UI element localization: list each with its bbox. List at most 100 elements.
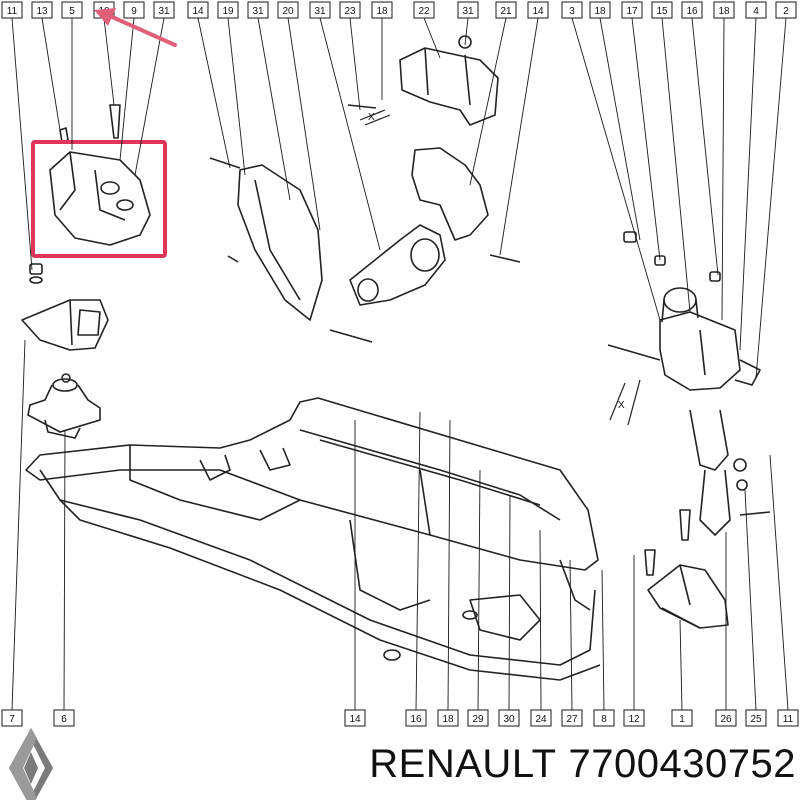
callout-number-bottom-4: 18 <box>442 714 454 725</box>
svg-text:X: X <box>618 400 625 411</box>
callout-number-top-8: 31 <box>252 6 264 17</box>
callout-box-top-20 <box>651 1 673 19</box>
left-lower-mount-bracket <box>21 299 109 351</box>
callout-number-bottom-0: 7 <box>9 714 15 725</box>
dimension-x-upper: X <box>359 109 391 126</box>
callout-leader-top-10 <box>319 17 381 251</box>
callout-number-top-20: 15 <box>656 6 668 17</box>
callout-leader-top-15 <box>469 17 507 186</box>
callout-number-top-10: 31 <box>314 6 326 17</box>
callout-box-bottom-1 <box>53 709 75 727</box>
callout-box-bottom-5 <box>467 709 489 727</box>
callout-leader-top-23 <box>739 17 757 351</box>
callout-leader-top-0 <box>11 17 33 271</box>
callout-number-bottom-11: 1 <box>679 714 685 725</box>
callout-box-top-9 <box>277 1 299 19</box>
callout-box-top-18 <box>589 1 611 19</box>
callout-box-bottom-4 <box>437 709 459 727</box>
callout-number-top-15: 21 <box>500 6 512 17</box>
callout-box-top-14 <box>457 1 479 19</box>
callout-box-top-15 <box>495 1 517 19</box>
callout-box-bottom-11 <box>671 709 693 727</box>
callout-box-bottom-7 <box>530 709 552 727</box>
callout-leader-top-8 <box>257 17 291 201</box>
callout-number-top-12: 18 <box>376 6 388 17</box>
callout-box-top-11 <box>339 1 361 19</box>
callout-box-top-17 <box>561 1 583 19</box>
callout-box-top-1 <box>31 1 53 19</box>
callout-box-bottom-10 <box>623 709 645 727</box>
callout-box-bottom-2 <box>344 709 366 727</box>
callout-box-bottom-3 <box>405 709 427 727</box>
callout-leader-top-1 <box>41 17 61 131</box>
callout-number-top-2: 5 <box>69 6 75 17</box>
callout-leader-bottom-14 <box>769 454 789 711</box>
callout-box-bottom-13 <box>745 709 767 727</box>
callout-box-bottom-9 <box>593 709 615 727</box>
callout-box-top-13 <box>413 1 435 19</box>
callout-leader-top-24 <box>755 17 787 379</box>
callout-number-top-24: 2 <box>783 6 789 17</box>
callout-number-top-1: 13 <box>36 6 48 17</box>
callout-leader-bottom-7 <box>539 529 542 711</box>
callout-box-bottom-0 <box>1 709 23 727</box>
callout-number-bottom-9: 8 <box>601 714 607 725</box>
callout-leader-bottom-5 <box>477 469 481 711</box>
callout-leader-top-20 <box>661 17 691 313</box>
callout-leader-top-21 <box>691 17 719 276</box>
callout-number-top-16: 14 <box>532 6 544 17</box>
lower-mount <box>644 509 729 629</box>
callout-leader-top-11 <box>349 17 361 111</box>
callout-number-top-5: 31 <box>158 6 170 17</box>
brand-caption: RENAULT 7700430752 <box>338 738 796 790</box>
callout-box-top-12 <box>371 1 393 19</box>
callout-number-bottom-2: 14 <box>349 714 361 725</box>
center-torque-rod <box>209 157 446 343</box>
callout-number-top-9: 20 <box>282 6 294 17</box>
callout-box-top-6 <box>187 1 209 19</box>
callout-leader-top-4 <box>119 17 135 161</box>
callout-box-top-0 <box>1 1 23 19</box>
callout-number-top-23: 4 <box>753 6 759 17</box>
callout-box-bottom-6 <box>498 709 520 727</box>
callout-box-top-16 <box>527 1 549 19</box>
callout-leader-bottom-4 <box>447 419 451 711</box>
right-engine-mount <box>607 231 761 391</box>
highlight-frame <box>31 140 167 258</box>
svg-text:X: X <box>368 112 375 123</box>
callout-leader-top-6 <box>197 17 231 169</box>
callout-box-top-2 <box>61 1 83 19</box>
callout-leader-top-9 <box>287 17 321 231</box>
callout-number-bottom-12: 26 <box>720 714 732 725</box>
callout-number-top-18: 18 <box>594 6 606 17</box>
callout-leader-bottom-8 <box>569 559 573 711</box>
callout-number-top-6: 14 <box>192 6 204 17</box>
left-rubber-mount <box>27 373 101 439</box>
callout-box-bottom-8 <box>561 709 583 727</box>
callout-number-top-14: 31 <box>462 6 474 17</box>
callout-leader-top-16 <box>499 17 539 256</box>
callout-leader-top-5 <box>134 17 165 176</box>
callout-leader-top-14 <box>464 17 469 46</box>
callout-number-top-21: 16 <box>686 6 698 17</box>
brand-name: RENAULT <box>369 741 557 786</box>
callout-number-bottom-10: 12 <box>628 714 640 725</box>
callout-leader-top-17 <box>571 17 661 321</box>
callout-leader-top-3 <box>103 17 115 106</box>
callout-box-top-23 <box>745 1 767 19</box>
callout-leader-top-18 <box>599 17 641 241</box>
callout-box-top-19 <box>621 1 643 19</box>
callout-number-top-17: 3 <box>569 6 575 17</box>
callout-number-bottom-7: 24 <box>535 714 547 725</box>
callout-leader-bottom-13 <box>744 489 757 711</box>
callout-box-top-4 <box>123 1 145 19</box>
callout-number-top-11: 23 <box>344 6 356 17</box>
callout-leader-bottom-9 <box>601 569 605 711</box>
callout-box-top-22 <box>713 1 735 19</box>
callout-leader-bottom-3 <box>415 411 421 711</box>
callout-number-bottom-8: 27 <box>566 714 578 725</box>
callout-labels: 1113510931141931203123182231211431817151… <box>1 1 799 727</box>
callout-leader-bottom-6 <box>508 494 511 711</box>
callout-box-top-21 <box>681 1 703 19</box>
